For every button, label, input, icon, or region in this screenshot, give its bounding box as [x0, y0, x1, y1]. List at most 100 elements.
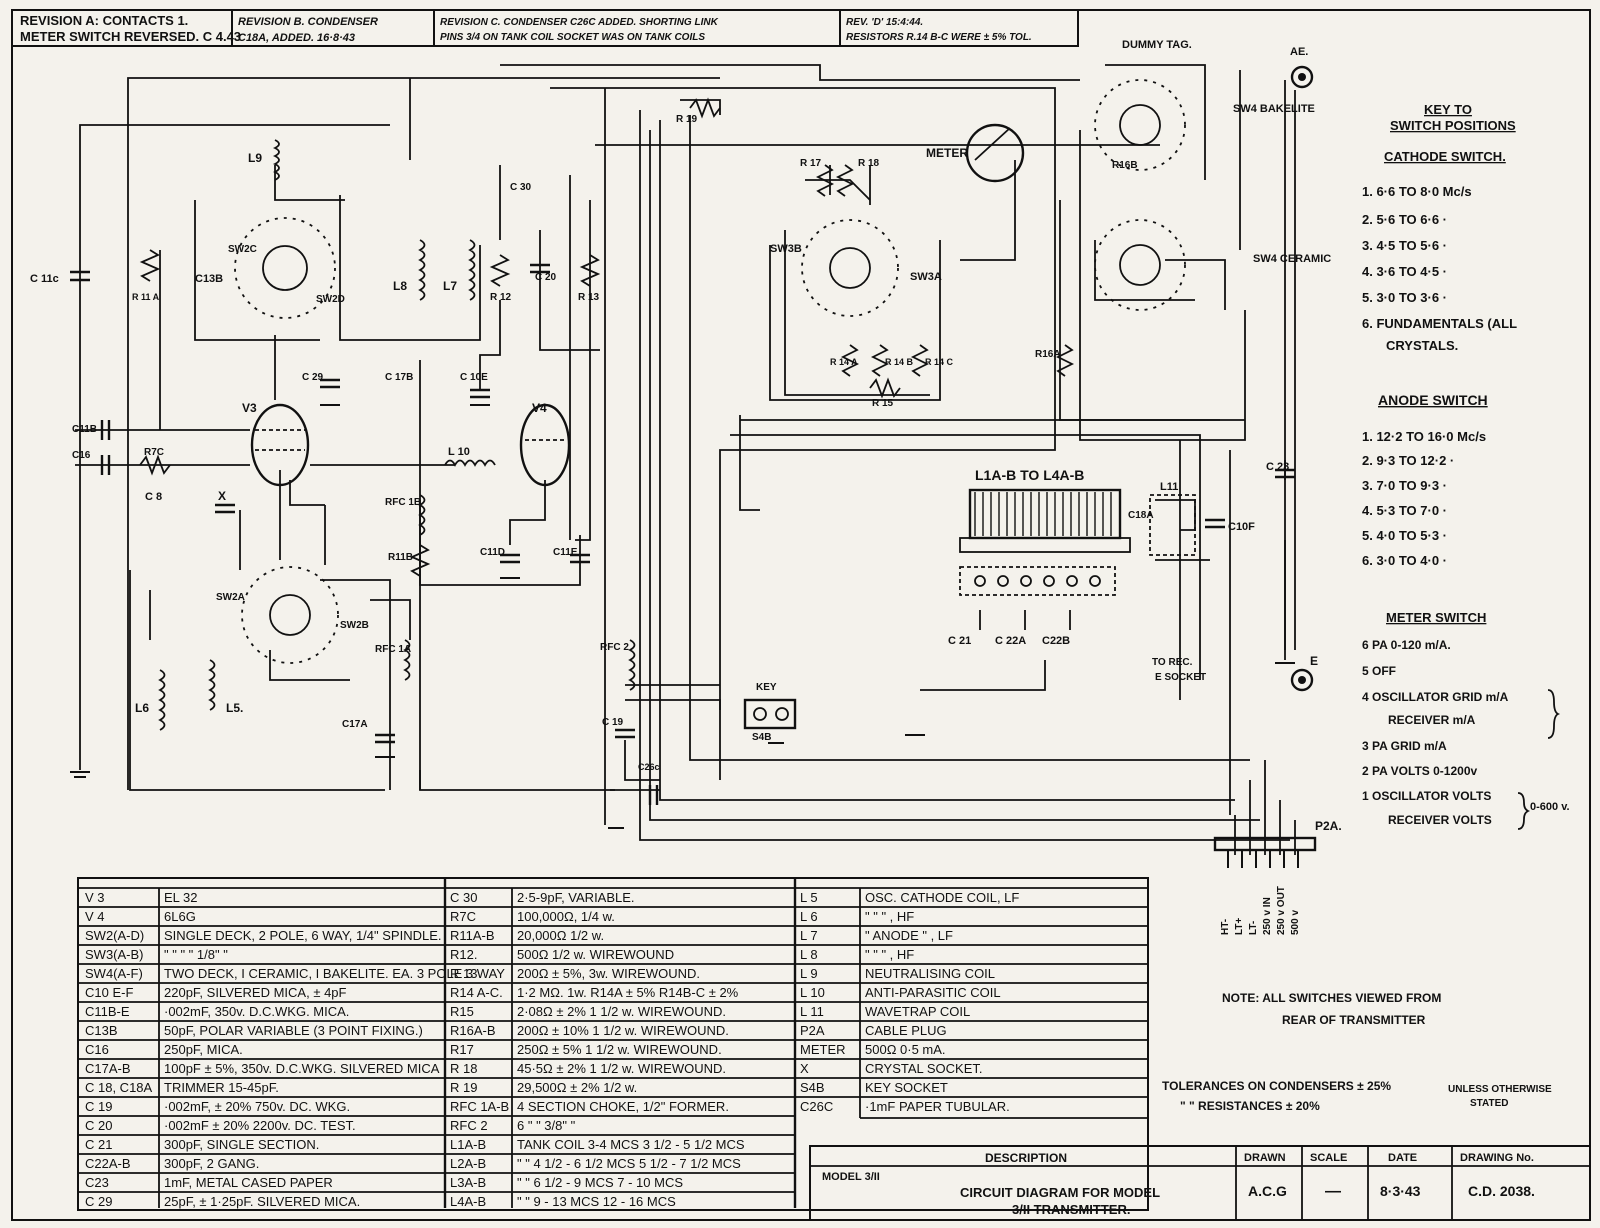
label-sw2b: SW2B: [340, 620, 369, 631]
parts-col3-row-10-code: S4B: [800, 1080, 825, 1095]
key-to-switch-positions: KEY TO SWITCH POSITIONS CATHODE SWITCH. …: [1362, 102, 1570, 830]
p2a-plug-symbol: [1213, 836, 1317, 852]
label-rfc1a: RFC 1A: [375, 644, 411, 655]
parts-col3-row-1-desc: " " " , HF: [865, 909, 914, 924]
description-header: DESCRIPTION: [985, 1151, 1067, 1165]
meter-pos-3: 3 PA GRID m/A: [1362, 739, 1447, 753]
label-tank-coils: L1A-B TO L4A-B: [975, 467, 1084, 483]
tank-coil-socket-symbol: [959, 566, 1116, 596]
sw4-bakelite-wafer-symbol: [1094, 79, 1186, 171]
parts-col1-row-16-code: C 29: [85, 1194, 112, 1209]
label-l5: L5.: [226, 701, 243, 715]
label-r11b: R11B: [388, 552, 413, 563]
parts-col1-row-0-code: V 3: [85, 890, 105, 905]
parts-col2-row-11-code: RFC 1A-B: [450, 1099, 509, 1114]
drawn-value: A.C.G: [1248, 1183, 1287, 1199]
label-s4b: S4B: [752, 732, 771, 743]
parts-col3-row-4-code: L 9: [800, 966, 818, 981]
key-title-line1: KEY TO: [1424, 102, 1472, 117]
key-title-line2: SWITCH POSITIONS: [1390, 118, 1516, 133]
label-l10: L 10: [448, 446, 470, 458]
component-labels: DUMMY TAG. SW4 BAKELITE SW4 CERAMIC METE…: [30, 39, 1342, 935]
parts-col2-row-11-desc: 4 SECTION CHOKE, 1/2" FORMER.: [517, 1099, 729, 1114]
parts-col1-row-16-desc: 25pF, ± 1·25pF. SILVERED MICA.: [164, 1194, 360, 1209]
parts-col2-row-10-desc: 29,500Ω ± 2% 1/2 w.: [517, 1080, 637, 1095]
label-r11a: R 11 A: [132, 292, 160, 302]
p2a-pin-2: LT+: [1234, 918, 1245, 935]
title-description-line1: CIRCUIT DIAGRAM FOR MODEL: [960, 1185, 1160, 1200]
parts-col1-row-3-desc: " " " " 1/8" ": [164, 947, 228, 962]
label-c13b: C13B: [195, 273, 223, 285]
label-sw2c: SW2C: [228, 244, 257, 255]
label-p2a: P2A.: [1315, 819, 1342, 833]
l9-coil-symbol: [272, 139, 280, 181]
parts-col1-row-15-desc: 1mF, METAL CASED PAPER: [164, 1175, 333, 1190]
parts-col2-row-16-desc: " " 9 - 13 MCS 12 - 16 MCS: [517, 1194, 676, 1209]
sw2c-wafer-symbol: [234, 217, 336, 319]
date-header: DATE: [1388, 1152, 1417, 1164]
l7-coil-symbol: [468, 239, 476, 301]
parts-col3-row-2-desc: " ANODE " , LF: [865, 928, 953, 943]
meter-pos-1-cont: RECEIVER VOLTS: [1388, 813, 1492, 827]
unless-otherwise-line2: STATED: [1470, 1098, 1509, 1109]
parts-col1-row-12-desc: ·002mF ± 20% 2200v. DC. TEST.: [164, 1118, 356, 1133]
label-r14a: R 14 A: [830, 357, 858, 367]
parts-col3-row-6-code: L 11: [800, 1004, 824, 1019]
label-c10e: C 10E: [460, 372, 488, 383]
revision-a-line1: REVISION A: CONTACTS 1.: [20, 13, 188, 28]
label-v4: V4: [532, 401, 547, 415]
parts-col1-row-9-code: C17A-B: [85, 1061, 131, 1076]
scale-value: —: [1325, 1183, 1341, 1200]
revision-d-line2: RESISTORS R.14 B-C WERE ± 5% TOL.: [846, 32, 1032, 43]
label-sw3b: SW3B: [770, 243, 802, 255]
l6-coil-symbol: [158, 669, 166, 731]
r11a-resistor-symbol: [139, 249, 161, 282]
cathode-pos-4: 4. 3·6 TO 4·5 ·: [1362, 264, 1447, 279]
parts-col2-row-12-code: RFC 2: [450, 1118, 488, 1133]
p2a-pin-3: LT-: [1248, 921, 1259, 935]
meter-range: 0-600 v.: [1530, 801, 1570, 813]
revision-d-line1: REV. 'D' 15:4:44.: [846, 17, 923, 28]
cathode-switch-title: CATHODE SWITCH.: [1384, 149, 1506, 164]
parts-col2-row-12-desc: 6 " " 3/8" ": [517, 1118, 576, 1133]
parts-col1-row-5-code: C10 E-F: [85, 985, 133, 1000]
revision-boxes: REVISION A: CONTACTS 1. METER SWITCH REV…: [11, 9, 1079, 47]
parts-col1-row-0-desc: EL 32: [164, 890, 198, 905]
l10-coil-symbol: [444, 459, 496, 467]
parts-col2-row-10-code: R 19: [450, 1080, 477, 1095]
label-dummy-tag: DUMMY TAG.: [1122, 39, 1192, 51]
aerial-terminal-symbol: [1290, 65, 1314, 89]
parts-col3-row-7-desc: CABLE PLUG: [865, 1023, 947, 1038]
label-r16a: R16A: [1035, 349, 1061, 360]
parts-col2-row-7-desc: 200Ω ± 10% 1 1/2 w. WIREWOUND.: [517, 1023, 729, 1038]
label-r19: R 19: [676, 114, 698, 125]
parts-col1-row-10-code: C 18, C18A: [85, 1080, 153, 1095]
p2a-pin-4: 250 v IN: [1262, 897, 1273, 935]
label-r14c: R 14 C: [925, 357, 954, 367]
p2a-pin-5: 250 v OUT: [1276, 886, 1287, 935]
label-r13: R 13: [578, 292, 600, 303]
parts-col3-row-11-code: C26C: [800, 1099, 833, 1114]
label-l8: L8: [393, 279, 407, 293]
label-sw4-bakelite: SW4 BAKELITE: [1233, 103, 1315, 115]
label-e-socket: E SOCKET: [1155, 672, 1206, 683]
label-c10f: C10F: [1228, 521, 1255, 533]
revision-b-line2: C18A, ADDED. 16·8·43: [238, 32, 355, 44]
parts-col2-row-0-code: C 30: [450, 890, 477, 905]
sw4-ceramic-wafer-symbol: [1094, 219, 1186, 311]
revision-c-line1: REVISION C. CONDENSER C26C ADDED. SHORTI…: [440, 17, 719, 28]
parts-col3-row-3-desc: " " " , HF: [865, 947, 914, 962]
parts-col2-row-3-desc: 500Ω 1/2 w. WIREWOUND: [517, 947, 674, 962]
parts-col2-row-14-desc: " " 4 1/2 - 6 1/2 MCS 5 1/2 - 7 1/2 MCS: [517, 1156, 741, 1171]
parts-col2-row-6-desc: 2·08Ω ± 2% 1 1/2 w. WIREWOUND.: [517, 1004, 726, 1019]
parts-col3-row-10-desc: KEY SOCKET: [865, 1080, 948, 1095]
meter-pos-2: 2 PA VOLTS 0-1200v: [1362, 764, 1477, 778]
cathode-pos-3: 3. 4·5 TO 5·6 ·: [1362, 238, 1447, 253]
parts-col2-row-6-code: R15: [450, 1004, 474, 1019]
l5-coil-symbol: [208, 659, 216, 711]
parts-col1-row-8-desc: 250pF, MICA.: [164, 1042, 243, 1057]
parts-col2-row-8-code: R17: [450, 1042, 474, 1057]
cathode-pos-6: 6. FUNDAMENTALS (ALL: [1362, 316, 1517, 331]
note-switches-line2: REAR OF TRANSMITTER: [1282, 1013, 1426, 1027]
